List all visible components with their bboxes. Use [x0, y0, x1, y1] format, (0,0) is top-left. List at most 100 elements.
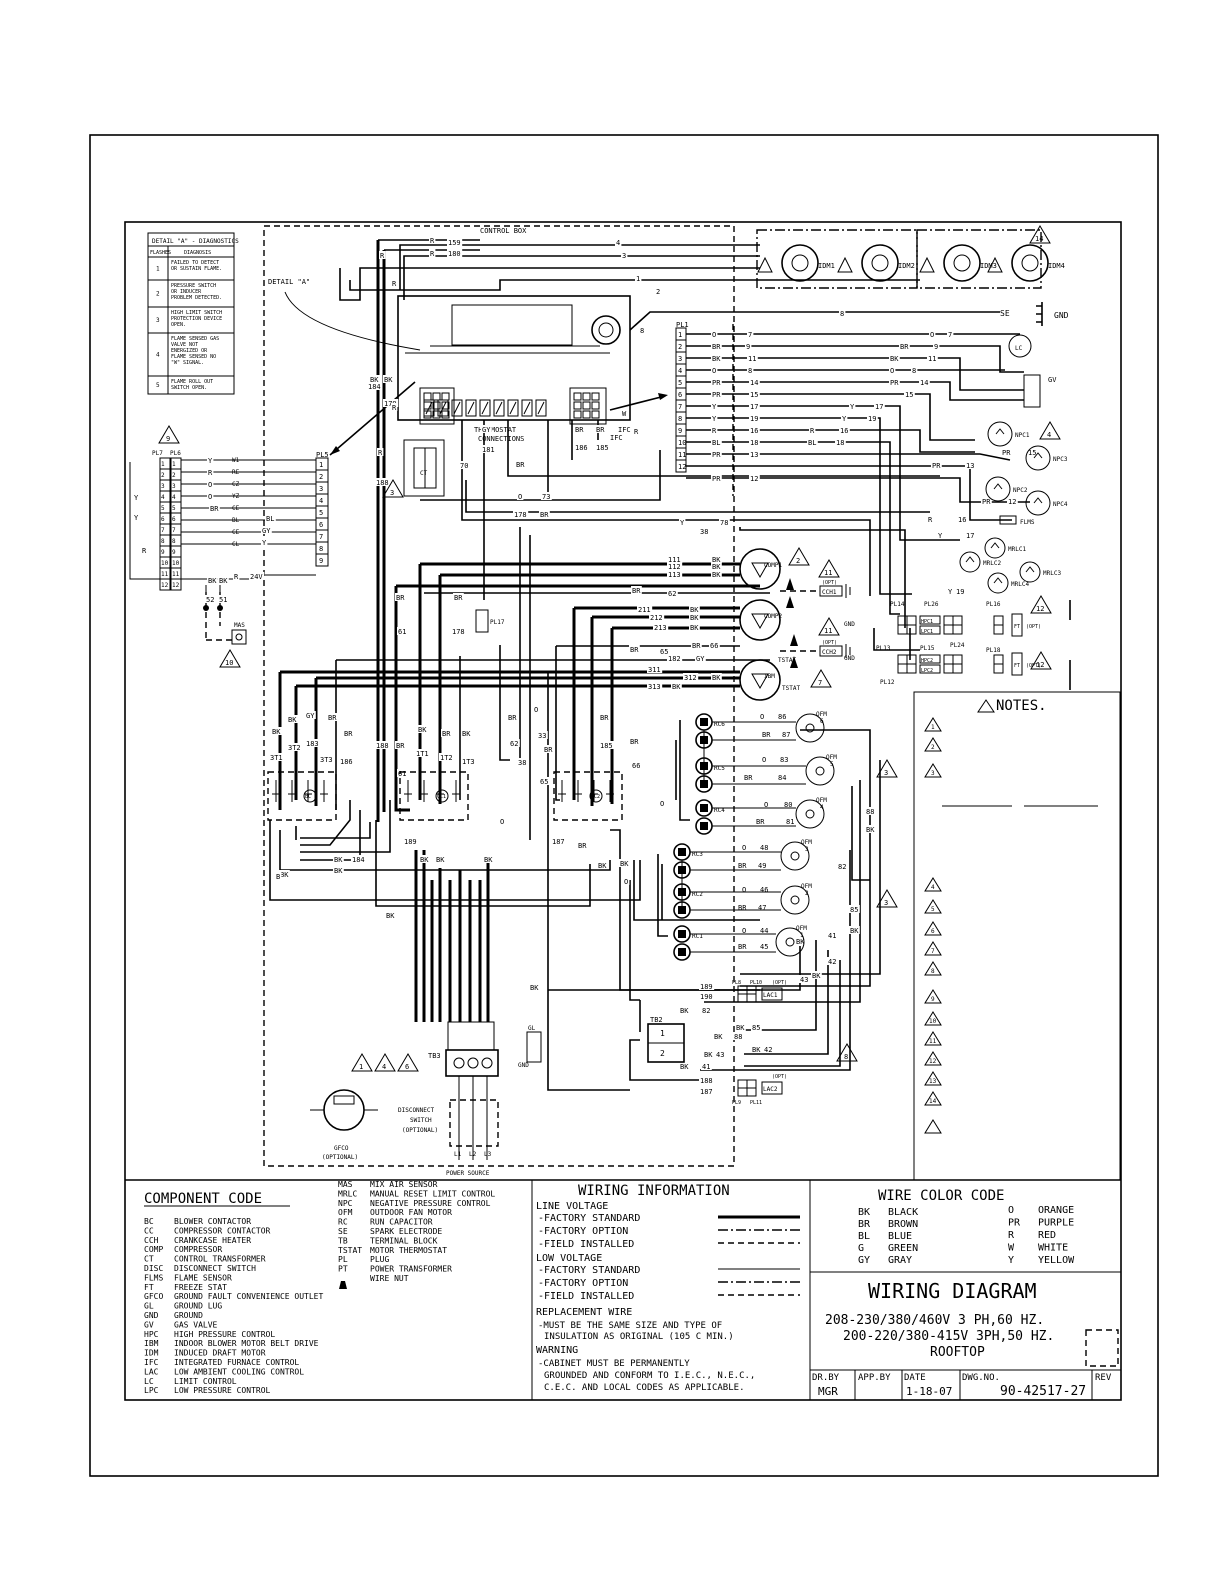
- wire-tag-bg: [711, 450, 722, 458]
- wire-tag-bg: [609, 433, 625, 441]
- ifc-pin: [432, 401, 441, 410]
- wire-tag-bg: [759, 926, 770, 934]
- wire-tag-bg: [539, 510, 550, 518]
- hpc2-switch: [919, 654, 941, 664]
- ifc-terminal: [465, 399, 477, 417]
- hpc1-switch: [919, 615, 941, 625]
- pl6-pin-label-7: 7: [172, 527, 176, 534]
- l3-label: L3: [484, 1151, 492, 1158]
- wire-tag-bg: [207, 456, 214, 464]
- component-code-abbr: IBM: [144, 1339, 159, 1348]
- plug-pin: [943, 654, 954, 665]
- wire-tag-bg: [889, 378, 900, 386]
- note-triangle-1: [351, 1053, 373, 1072]
- wire-tag-bg: [699, 982, 715, 990]
- wire-tag: 113: [668, 571, 681, 579]
- wire-tag: 41: [702, 1063, 710, 1071]
- wire-tag: BK: [280, 871, 289, 879]
- wire-tag-bg: [517, 758, 528, 766]
- wire-tag: BK: [462, 730, 471, 738]
- wire-tag-bg: [655, 287, 662, 295]
- wire: [300, 822, 371, 839]
- wire-color-abbr: GY: [858, 1255, 870, 1266]
- wire-tag: 15: [1028, 449, 1036, 457]
- wire-tag: 83: [780, 756, 788, 764]
- wire-tag: BK: [484, 856, 493, 864]
- wire-tag: BK: [712, 556, 721, 564]
- wire-nut-icon: [339, 1281, 347, 1289]
- ofm5-hub: [815, 766, 825, 776]
- wire-tag-bg: [543, 745, 554, 753]
- component-code-desc: NEGATIVE PRESSURE CONTROL: [370, 1199, 491, 1208]
- wire-color-name: GRAY: [888, 1255, 912, 1266]
- wire-tag-bg: [1027, 448, 1038, 456]
- notes-mark-14: 14: [929, 1098, 937, 1105]
- ifc-terminal: [521, 399, 533, 417]
- notes-triangle-2: [924, 737, 942, 752]
- line-voltage-item: -FACTORY STANDARD: [538, 1213, 640, 1224]
- wire-tag: 186: [340, 758, 353, 766]
- ofm5-label: OFM: [826, 754, 837, 761]
- note-triangle-number: 7: [818, 679, 822, 687]
- wire-tag: 312: [684, 674, 697, 682]
- notes-triangle-12: [924, 1051, 942, 1066]
- wire-tag: 187: [700, 1088, 713, 1096]
- component-code-desc: COMPRESSOR CONTACTOR: [174, 1226, 271, 1235]
- wire-tag: GY: [262, 527, 271, 535]
- wire-tag: 85: [850, 906, 858, 914]
- pl6-pin-label-1: 1: [172, 461, 176, 468]
- wire-tag: 62: [510, 740, 518, 748]
- switch-icon: [990, 542, 1000, 549]
- tb3-block: [445, 1021, 499, 1077]
- wire-tag-bg: [261, 526, 272, 534]
- wire-tag: 1T3: [462, 758, 475, 766]
- component-code-desc: FLAME SENSOR: [174, 1273, 232, 1282]
- wire-tag-bg: [453, 593, 464, 601]
- wire-tag-bg: [679, 518, 686, 526]
- wire-tag-bg: [737, 861, 748, 869]
- wire-tag-bg: [533, 705, 540, 713]
- wire-tag-bg: [947, 330, 954, 338]
- notes-mark-1: 1: [931, 724, 935, 731]
- pl17-box: [475, 609, 489, 633]
- wire-tag: R: [928, 516, 933, 524]
- wire-tag-bg: [637, 605, 653, 613]
- wire-tag-bg: [711, 366, 718, 374]
- cch1-opt-label: (OPT): [822, 580, 837, 586]
- wire-tag-bg: [435, 855, 446, 863]
- pl24-label: PL24: [950, 642, 965, 649]
- component-code-abbr: IFC: [144, 1358, 159, 1367]
- switch-icon: [993, 483, 1003, 490]
- wire-tag-bg: [419, 855, 430, 863]
- ft-opt-label: (OPT): [1026, 663, 1041, 669]
- wire: [633, 860, 760, 921]
- wire-tag: IFC: [610, 434, 623, 442]
- pl11-label: PL11: [750, 1100, 762, 1106]
- wire-tag-bg: [391, 279, 398, 287]
- pl6-pin-label-8: 8: [172, 538, 176, 545]
- notes-mark-7: 7: [931, 948, 935, 955]
- title-block-title: WIRING DIAGRAM: [868, 1279, 1037, 1303]
- note-triangle-4: [374, 1053, 396, 1072]
- wire-tag-bg: [233, 572, 240, 580]
- notes-triangle-4: [924, 877, 942, 892]
- wire-tag-bg: [367, 382, 383, 390]
- dr-by-value: MGR: [818, 1385, 838, 1398]
- wire-tag-bg: [395, 593, 406, 601]
- wire-tag-bg: [333, 855, 344, 863]
- pl7-pin-label-3: 3: [161, 483, 165, 490]
- pl7-pin-label-7: 7: [161, 527, 165, 534]
- wire-tag: BK: [752, 1046, 761, 1054]
- wire-tag-bg: [515, 460, 526, 468]
- wire-tag-bg: [807, 438, 818, 446]
- wire-tag: 313: [648, 683, 661, 691]
- ground-icon: [845, 644, 851, 658]
- wire-tag-bg: [711, 555, 722, 563]
- wire-tag-bg: [763, 800, 770, 808]
- wire-tag: 8: [840, 310, 844, 318]
- wire-tag: 61: [398, 770, 406, 778]
- wire-tag-bg: [865, 807, 876, 815]
- ifc-terminal-screw: [453, 401, 461, 415]
